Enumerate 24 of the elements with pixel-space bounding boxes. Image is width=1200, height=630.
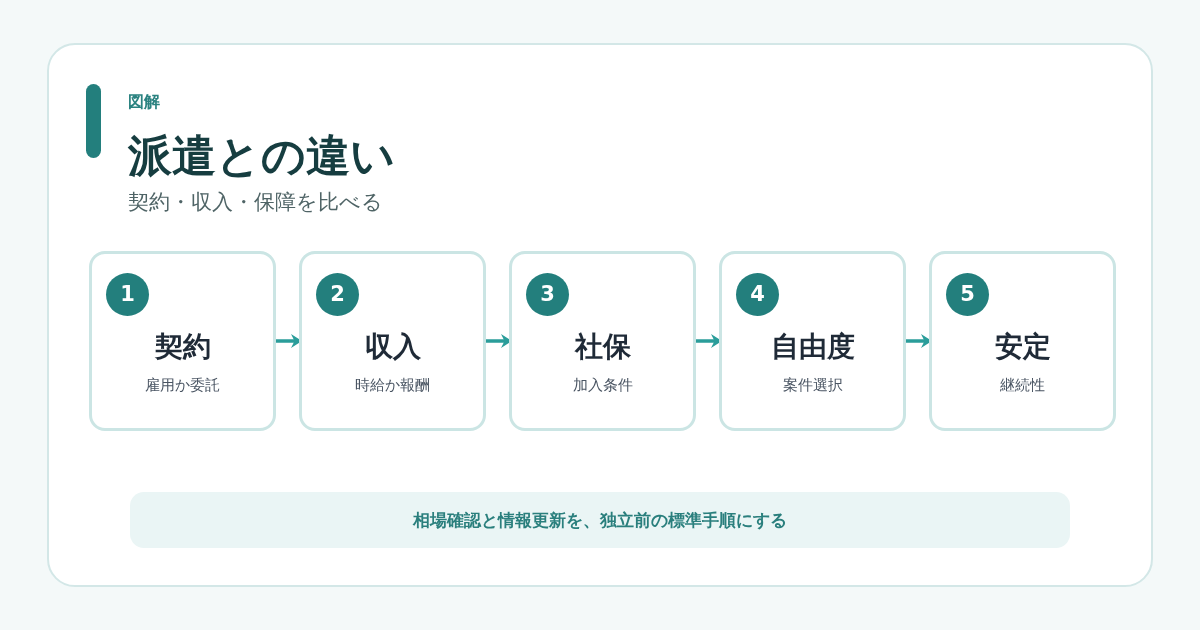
card-heading: 契約 <box>154 330 211 364</box>
step-card <box>509 251 696 431</box>
card-subtext: 加入条件 <box>572 376 633 394</box>
card-subtext: 継続性 <box>1000 376 1045 394</box>
number-badge: 4 <box>736 273 779 316</box>
card-heading: 収入 <box>364 330 421 364</box>
step-card <box>299 251 486 431</box>
number-badge: 3 <box>526 273 569 316</box>
title: 派遣との違い <box>128 131 395 181</box>
kicker-text: 図解 <box>128 93 160 111</box>
note-banner: 相場確認と情報更新を、独立前の標準手順にする <box>130 492 1070 548</box>
number-badge: 5 <box>946 273 989 316</box>
card-heading: 社保 <box>574 330 631 364</box>
step-card <box>719 251 906 431</box>
card-heading: 自由度 <box>770 330 855 364</box>
step-card <box>929 251 1116 431</box>
card-subtext: 時給か報酬 <box>355 376 430 394</box>
number-badge: 2 <box>316 273 359 316</box>
number-badge: 1 <box>106 273 149 316</box>
subtitle: 契約・収入・保障を比べる <box>128 190 383 214</box>
step-card <box>89 251 276 431</box>
card-subtext: 雇用か委託 <box>145 376 220 394</box>
card-subtext: 案件選択 <box>782 376 843 394</box>
card-heading: 安定 <box>994 330 1051 364</box>
